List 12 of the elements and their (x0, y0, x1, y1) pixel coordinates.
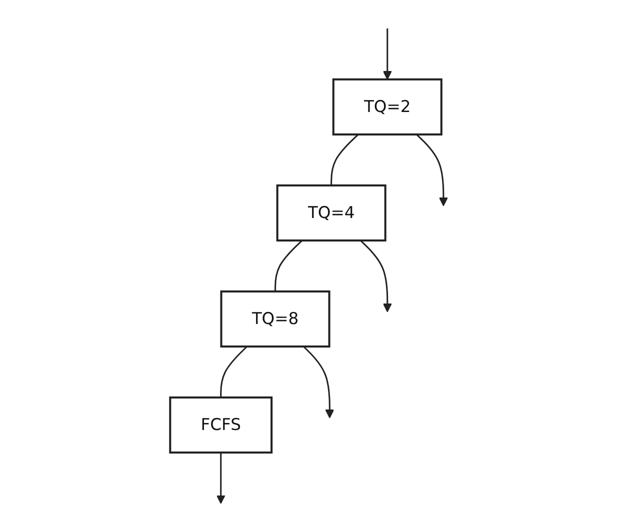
queue-box: TQ=2 (332, 78, 442, 136)
queue-box: TQ=8 (220, 290, 330, 348)
queue-box: TQ=4 (276, 184, 386, 242)
connector-line (220, 346, 248, 398)
arrow (416, 134, 448, 206)
arrow (382, 28, 392, 80)
arrow (360, 240, 392, 312)
connector-line (274, 240, 302, 292)
connector-line (330, 134, 358, 186)
queue-box: FCFS (168, 396, 272, 454)
arrow (216, 452, 225, 504)
arrow (302, 346, 334, 418)
